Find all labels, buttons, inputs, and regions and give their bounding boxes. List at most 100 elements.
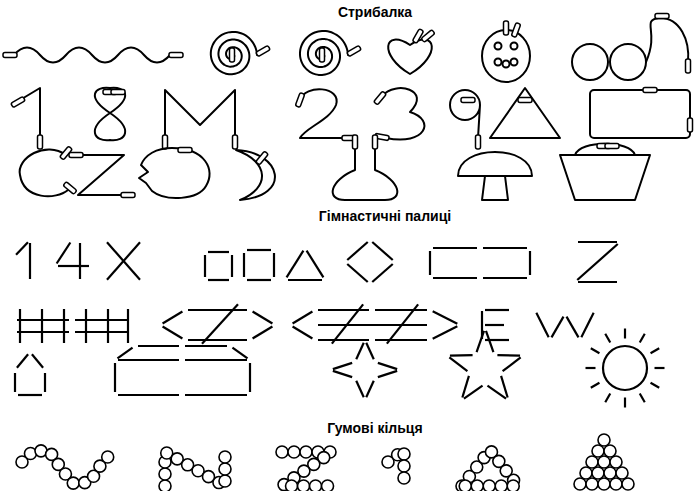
gym-stick: [208, 279, 229, 281]
sun-ray: [624, 398, 626, 408]
ring-letter: [298, 480, 310, 491]
rope-handle: [605, 144, 619, 149]
section-heading: Стрибалка: [335, 4, 415, 20]
gym-stick: [347, 242, 367, 260]
ring-triangle: [483, 480, 495, 491]
gym-stick: [18, 394, 42, 396]
ring-triangle: [495, 480, 507, 491]
gym-stick: [483, 247, 527, 249]
gym-stick: [551, 317, 563, 338]
gym-stick: [378, 371, 397, 377]
sun-ray: [605, 334, 610, 343]
ring-pyramid: [574, 478, 586, 490]
gym-stick: [318, 339, 369, 341]
rope-handle: [347, 45, 362, 56]
gym-stick: [462, 376, 469, 398]
sun-ray: [651, 348, 660, 353]
gym-stick: [581, 313, 593, 338]
rope-handle: [511, 23, 520, 38]
ring-pyramid: [598, 456, 610, 468]
gym-stick: [387, 304, 418, 343]
gym-stick: [118, 359, 179, 361]
ring-pyramid: [580, 467, 592, 479]
gym-stick: [477, 331, 484, 352]
sun-ray: [651, 383, 660, 388]
gym-stick: [356, 343, 364, 360]
rope-digit: [20, 88, 40, 138]
gym-stick: [63, 309, 65, 343]
gym-stick: [14, 373, 16, 392]
gym-stick: [566, 317, 578, 338]
ring-digit: [398, 448, 410, 460]
rope-spiral: [211, 32, 257, 74]
ring-triangle: [507, 480, 519, 491]
gym-stick: [332, 304, 363, 343]
gym-stick: [372, 264, 392, 282]
gym-stick: [429, 251, 431, 275]
gym-stick: [247, 279, 271, 281]
ring-triangle: [471, 480, 483, 491]
ring-letter: [310, 480, 322, 491]
rope-bucket: [560, 144, 650, 200]
gym-stick: [243, 253, 245, 277]
ring-triangle: [459, 480, 471, 491]
gym-stick: [433, 311, 458, 323]
gym-stick: [318, 324, 427, 326]
rope-handle: [518, 98, 532, 103]
rope-face-detail: [495, 43, 502, 50]
gym-stick: [231, 255, 233, 277]
gym-stick: [347, 264, 367, 282]
rope-handle: [38, 135, 43, 149]
rope-wave: [14, 48, 170, 63]
rope-spiral: [300, 31, 348, 75]
ring-pyramid: [592, 467, 604, 479]
gym-stick: [503, 357, 521, 371]
gym-stick: [107, 242, 140, 279]
ring-letter: [159, 468, 171, 480]
sun-ray: [586, 367, 596, 369]
gym-stick: [433, 326, 458, 338]
gym-stick: [57, 243, 71, 264]
rope-face-detail: [511, 43, 518, 50]
rope-handle: [643, 88, 657, 93]
rope-flask: [333, 146, 398, 200]
rope-crescent: [236, 150, 275, 200]
sun-ray: [655, 367, 665, 369]
rope-handle: [295, 93, 304, 108]
ring-letter: [286, 480, 298, 491]
ring-pyramid: [604, 467, 616, 479]
rope-face-detail: [511, 59, 518, 66]
rope-digit: [450, 90, 480, 138]
gym-stick: [307, 251, 324, 278]
ring-pyramid: [622, 478, 634, 490]
gym-stick: [487, 386, 506, 399]
ring-letter: [219, 451, 231, 463]
gym-stick: [16, 242, 28, 255]
gym-stick: [247, 249, 271, 251]
rope-heart: [388, 40, 432, 74]
gym-stick: [433, 277, 477, 279]
rope-digit: [300, 89, 345, 138]
sun-ray: [591, 348, 600, 353]
ring-pyramid: [592, 445, 604, 457]
gym-stick: [486, 331, 493, 352]
rope-handle: [461, 98, 475, 103]
gym-stick: [288, 279, 322, 281]
rope-handle: [178, 148, 192, 153]
ring-letter: [288, 446, 300, 458]
ring-digit: [398, 460, 410, 472]
ring-letter: [159, 480, 171, 491]
gym-stick: [85, 309, 87, 343]
gym-stick: [366, 343, 374, 360]
rope-handle: [111, 90, 125, 95]
gym-stick: [185, 359, 247, 361]
gym-stick: [372, 242, 392, 260]
gym-stick: [127, 309, 129, 343]
rope-handle: [121, 193, 135, 198]
gym-stick: [449, 357, 467, 371]
sun-circle: [603, 346, 647, 390]
ring-pyramid: [586, 456, 598, 468]
gym-stick: [433, 247, 477, 249]
gym-stick: [450, 354, 473, 357]
